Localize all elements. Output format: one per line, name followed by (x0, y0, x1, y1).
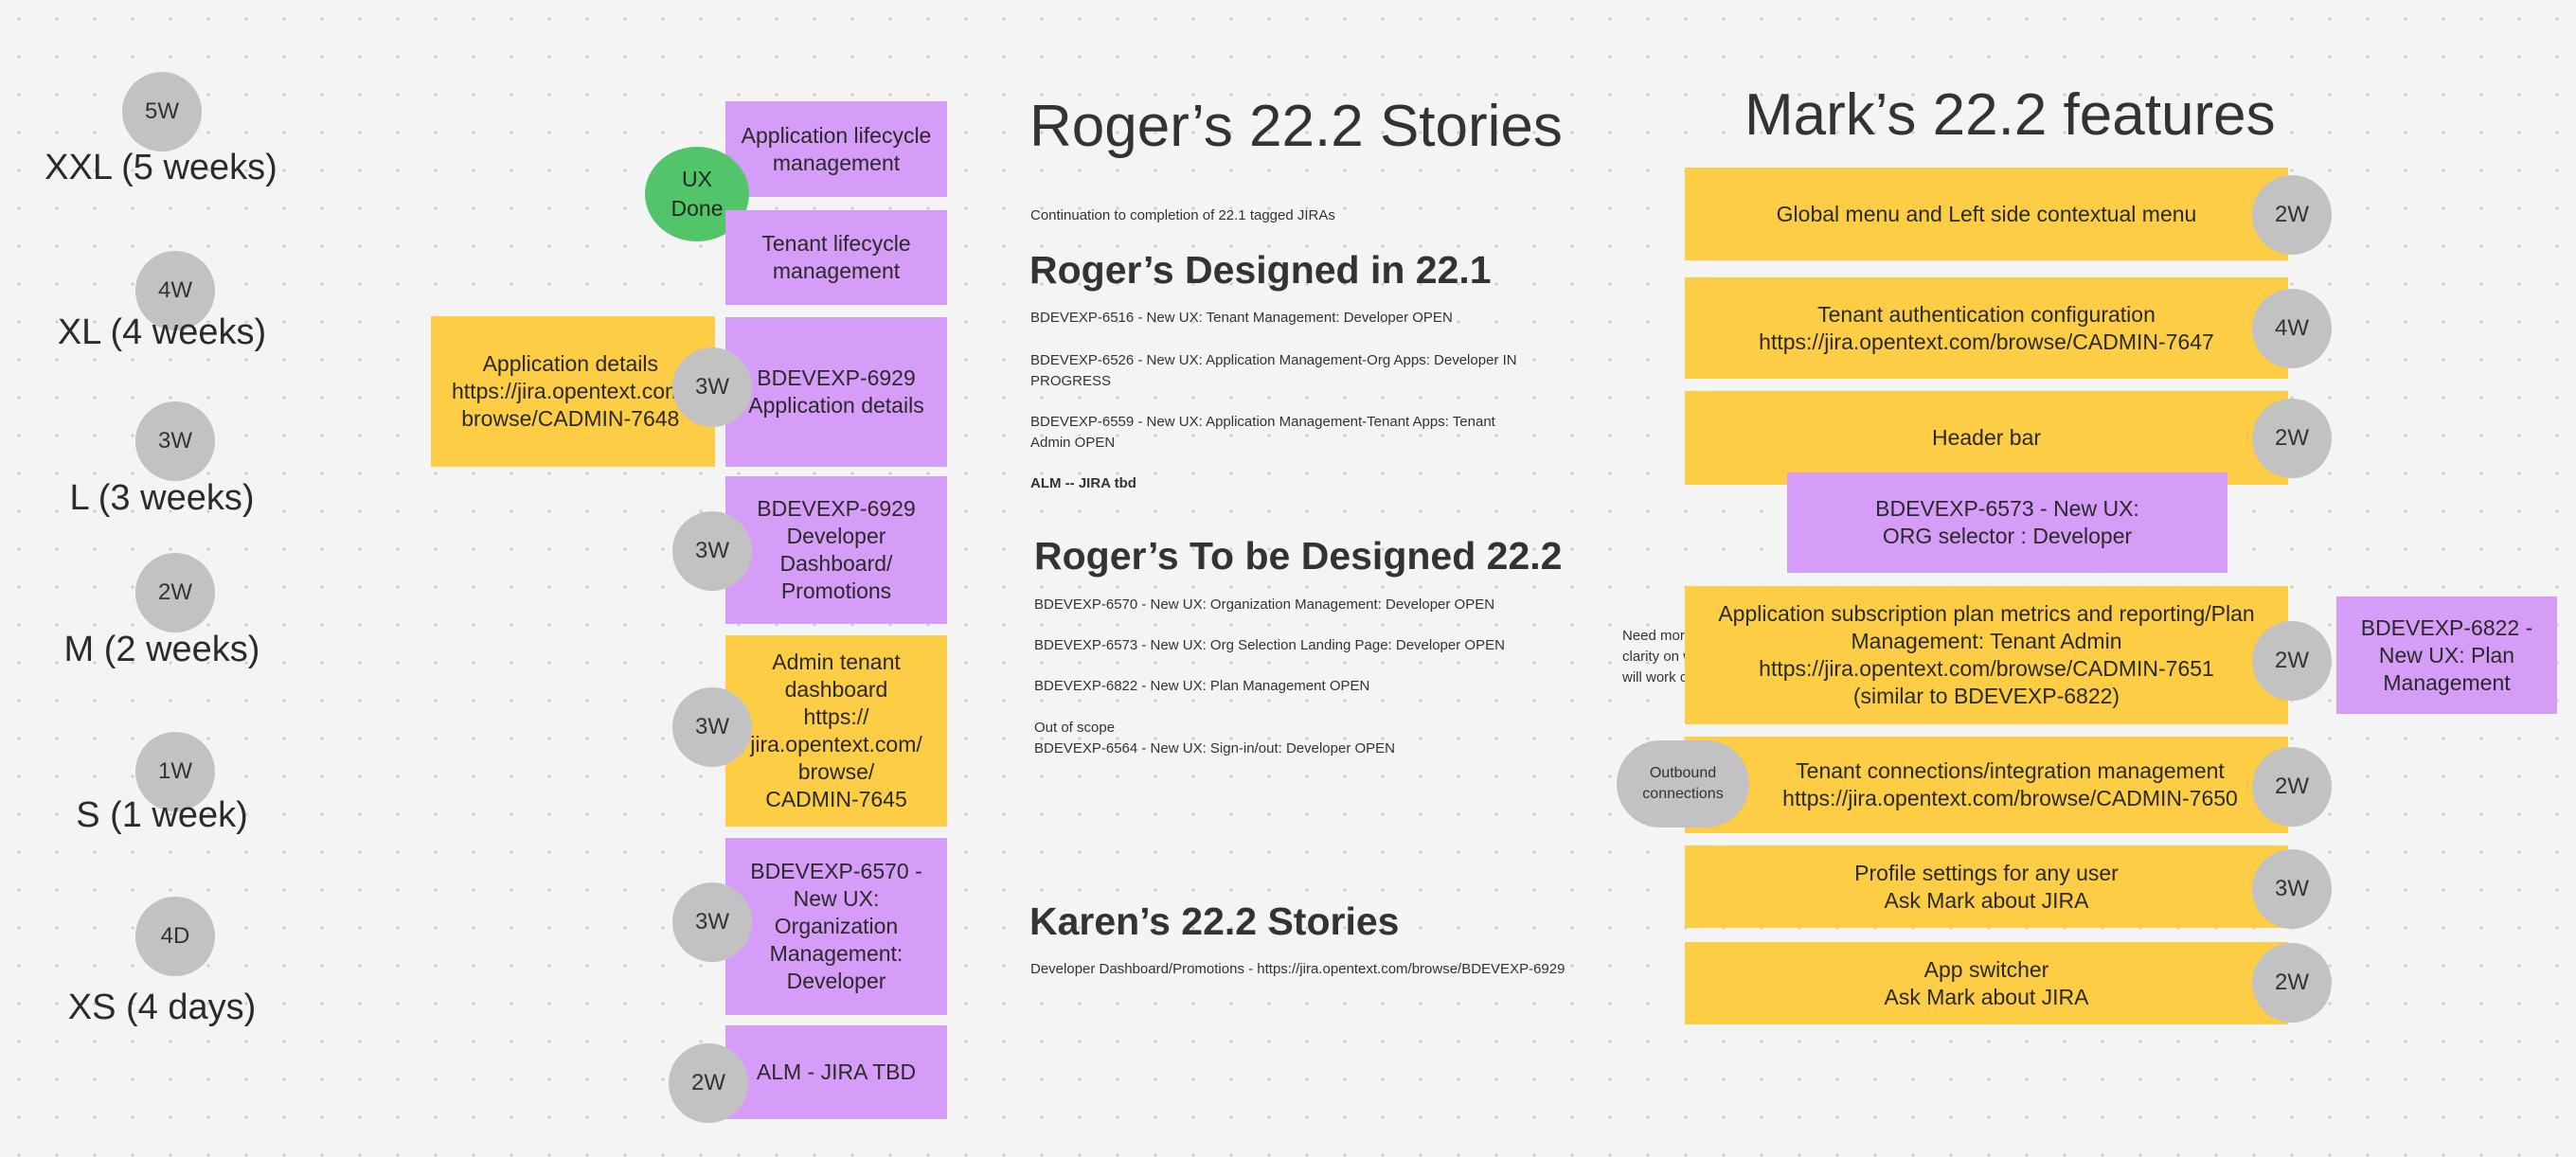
sticky-bdevexp-6929-dashboard[interactable]: BDEVEXP-6929 Developer Dashboard/ Promot… (725, 476, 947, 624)
sticky-bdevexp-6929-application-details[interactable]: BDEVEXP-6929 Application details (725, 317, 947, 467)
roger-tbd-title: Roger’s To be Designed 22.2 (1034, 534, 1563, 578)
estimate-badge-app-switcher: 2W (2252, 943, 2332, 1023)
sticky-plan-management[interactable]: BDEVEXP-6822 - New UX: Plan Management (2336, 596, 2557, 714)
outbound-connections-bubble: Outbound connections (1617, 740, 1749, 828)
roger-tbd-item-3: BDEVEXP-6822 - New UX: Plan Management O… (1034, 678, 1370, 694)
sticky-bdevexp-6570[interactable]: BDEVEXP-6570 - New UX: Organization Mana… (725, 838, 947, 1015)
size-badge-xs: 4D (135, 897, 215, 976)
karen-stories-title: Karen’s 22.2 Stories (1029, 899, 1400, 943)
estimate-badge-header-bar: 2W (2252, 399, 2332, 478)
size-badge-s: 1W (135, 732, 215, 811)
out-of-scope-item: BDEVEXP-6564 - New UX: Sign-in/out: Deve… (1034, 740, 1395, 756)
estimate-badge-tenant-auth: 4W (2252, 289, 2332, 368)
sticky-org-selector[interactable]: BDEVEXP-6573 - New UX: ORG selector : De… (1787, 472, 2227, 573)
sticky-tenant-lifecycle[interactable]: Tenant lifecycle management (725, 210, 947, 305)
roger-tbd-item-1: BDEVEXP-6570 - New UX: Organization Mana… (1034, 596, 1495, 613)
estimate-badge-subscription-plan: 2W (2252, 621, 2332, 701)
size-label-m: M (2 weeks) (63, 630, 260, 669)
size-label-l: L (3 weeks) (69, 478, 255, 518)
size-badge-xl: 4W (135, 251, 215, 330)
estimate-badge-bdevexp-6570: 3W (672, 882, 752, 962)
feature-app-switcher[interactable]: App switcher Ask Mark about JIRA (1685, 942, 2288, 1024)
size-label-xs: XS (4 days) (67, 988, 257, 1027)
size-badge-xxl: 5W (122, 72, 202, 151)
out-of-scope-label: Out of scope (1034, 720, 1116, 736)
roger-designed-item-2: BDEVEXP-6526 - New UX: Application Manag… (1030, 352, 1517, 389)
size-badge-l: 3W (135, 401, 215, 481)
roger-designed-item-1: BDEVEXP-6516 - New UX: Tenant Management… (1030, 310, 1453, 326)
feature-global-menu[interactable]: Global menu and Left side contextual men… (1685, 168, 2288, 260)
estimate-badge-admin-tenant: 3W (672, 687, 752, 767)
roger-designed-item-3: BDEVEXP-6559 - New UX: Application Manag… (1030, 414, 1495, 451)
roger-designed-title: Roger’s Designed in 22.1 (1029, 248, 1492, 292)
roger-tbd-item-2: BDEVEXP-6573 - New UX: Org Selection Lan… (1034, 637, 1505, 653)
estimate-badge-profile-settings: 3W (2252, 849, 2332, 929)
estimate-badge-app-details: 3W (672, 347, 752, 427)
roger-stories-subtitle: Continuation to completion of 22.1 tagge… (1030, 207, 1335, 223)
sticky-alm-jira-tbd[interactable]: ALM - JIRA TBD (725, 1025, 947, 1119)
size-label-xxl: XXL (5 weeks) (45, 148, 277, 187)
feature-tenant-connections[interactable]: Tenant connections/integration managemen… (1685, 737, 2288, 833)
sticky-admin-tenant-dashboard[interactable]: Admin tenant dashboard https:// jira.ope… (725, 635, 947, 827)
sticky-application-details-cadmin[interactable]: Application details https://jira.opentex… (431, 316, 715, 467)
size-badge-m: 2W (135, 553, 215, 632)
feature-profile-settings[interactable]: Profile settings for any user Ask Mark a… (1685, 846, 2288, 928)
roger-stories-title: Roger’s 22.2 Stories (1029, 94, 1563, 159)
feature-header-bar[interactable]: Header bar (1685, 391, 2288, 485)
feature-subscription-plan[interactable]: Application subscription plan metrics an… (1685, 586, 2288, 724)
estimate-badge-alm: 2W (669, 1043, 748, 1123)
size-label-s: S (1 week) (76, 795, 248, 835)
estimate-badge-global-menu: 2W (2252, 175, 2332, 255)
feature-tenant-auth[interactable]: Tenant authentication configuration http… (1685, 277, 2288, 379)
sticky-application-lifecycle[interactable]: Application lifecycle management (725, 101, 947, 197)
mark-features-title: Mark’s 22.2 features (1744, 82, 2276, 148)
estimate-badge-dashboard: 3W (672, 511, 752, 591)
karen-story-item: Developer Dashboard/Promotions - https:/… (1030, 961, 1565, 977)
size-label-xl: XL (4 weeks) (57, 312, 267, 352)
roger-alm-note: ALM -- JIRA tbd (1030, 475, 1136, 491)
estimate-badge-tenant-connections: 2W (2252, 747, 2332, 827)
